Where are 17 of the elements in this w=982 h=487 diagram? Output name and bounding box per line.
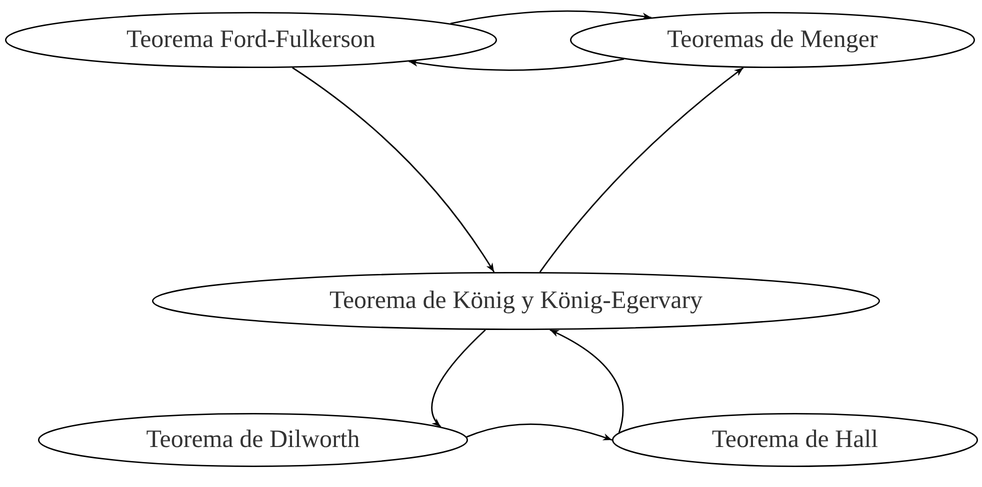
arrow: [466, 424, 612, 441]
theorem-label: Teorema de Hall: [712, 426, 878, 454]
theorem-ellipse: [38, 413, 468, 467]
arrow: [550, 329, 624, 433]
theorem-ellipse: [612, 413, 978, 467]
arrow: [431, 329, 486, 428]
arrow: [408, 58, 624, 71]
theorem-label: Teoremas de Menger: [667, 26, 878, 54]
arrow: [539, 67, 744, 272]
theorem-ellipse: [5, 12, 497, 68]
arrow: [292, 67, 495, 272]
theorem-label: Teorema Ford-Fulkerson: [126, 26, 376, 54]
theorem-label: Teorema de König y König-Egervary: [329, 287, 703, 315]
theorem-ellipse: [570, 12, 975, 68]
arrow: [450, 10, 652, 24]
theorem-ellipse: [152, 272, 880, 330]
theorem-label: Teorema de Dilworth: [146, 426, 360, 454]
